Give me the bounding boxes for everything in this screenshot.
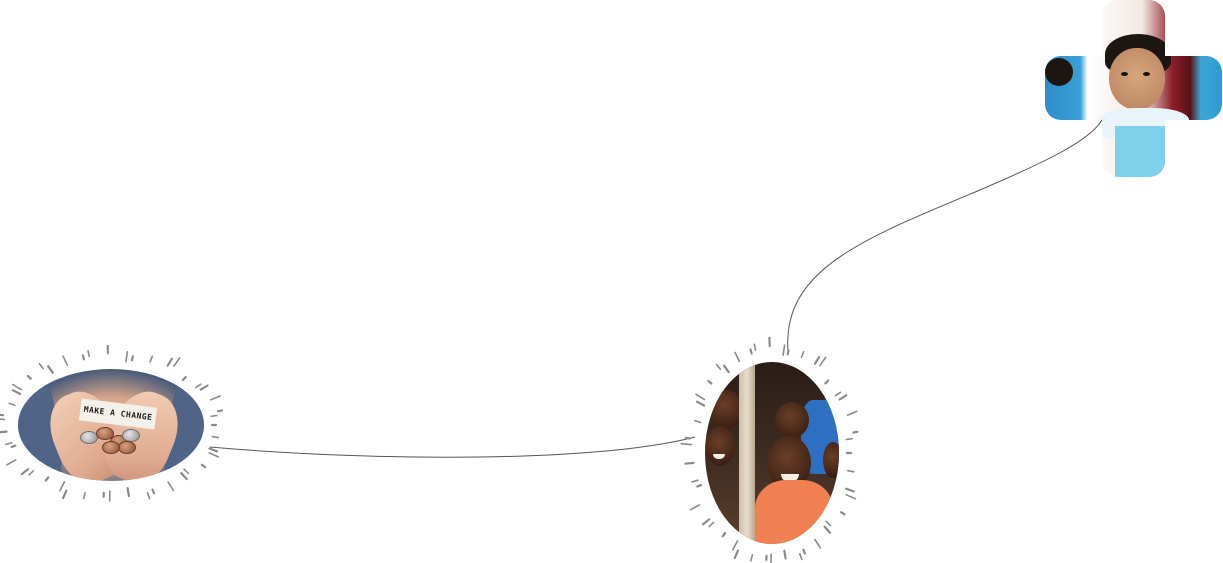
coin xyxy=(122,429,140,442)
burst-mark xyxy=(0,413,5,417)
door-post xyxy=(739,362,755,544)
burst-mark xyxy=(753,343,757,351)
coin xyxy=(102,441,120,454)
burst-mark xyxy=(210,414,218,418)
burst-mark xyxy=(38,363,45,370)
burst-mark xyxy=(167,481,175,492)
burst-mark xyxy=(689,504,701,511)
burst-mark xyxy=(210,395,221,401)
burst-mark xyxy=(846,410,858,416)
burst-mark xyxy=(834,391,842,397)
orange-shirt xyxy=(755,480,833,544)
connector-children-to-girl xyxy=(787,119,1103,353)
burst-mark xyxy=(684,461,695,465)
burst-mark xyxy=(707,379,713,385)
hands-with-coins-photo: MAKE A CHANGE xyxy=(18,369,204,481)
burst-mark xyxy=(125,351,129,363)
connector-coins-to-children xyxy=(209,436,696,458)
burst-mark xyxy=(696,484,703,488)
burst-mark xyxy=(8,402,16,407)
burst-mark xyxy=(701,518,711,526)
child-smile xyxy=(781,474,799,482)
burst-mark xyxy=(5,442,13,446)
burst-mark xyxy=(680,443,693,446)
burst-mark xyxy=(87,349,90,358)
burst-mark xyxy=(211,435,220,439)
burst-mark xyxy=(722,364,730,374)
burst-mark xyxy=(799,553,803,561)
burst-mark xyxy=(813,356,821,365)
burst-marks-children xyxy=(680,336,859,563)
burst-mark xyxy=(732,540,739,551)
burst-mark xyxy=(852,430,859,434)
burst-mark xyxy=(0,430,8,434)
child-face xyxy=(775,402,809,438)
burst-mark xyxy=(840,511,846,516)
burst-mark xyxy=(216,409,223,413)
burst-mark xyxy=(59,481,66,492)
burst-mark xyxy=(208,447,219,453)
child-face xyxy=(705,426,735,466)
burst-mark xyxy=(173,357,181,368)
burst-mark xyxy=(782,344,786,356)
child-smile xyxy=(713,454,725,459)
child-face xyxy=(823,442,839,478)
burst-mark xyxy=(847,469,855,473)
burst-mark xyxy=(845,437,853,441)
burst-mark xyxy=(62,355,69,367)
burst-mark xyxy=(10,444,17,449)
smiling-children-photo xyxy=(705,362,839,544)
burst-mark xyxy=(786,349,790,356)
girl-cross-photo xyxy=(1045,0,1222,177)
burst-mark xyxy=(819,356,827,367)
burst-mark xyxy=(166,357,173,367)
burst-mark xyxy=(694,419,702,424)
burst-mark xyxy=(838,394,848,401)
burst-mark xyxy=(684,436,691,440)
burst-mark xyxy=(130,355,134,362)
burst-mark xyxy=(695,393,706,401)
coin xyxy=(118,441,136,454)
burst-mark xyxy=(733,549,740,559)
burst-mark xyxy=(46,365,54,374)
burst-mark xyxy=(81,354,86,361)
burst-mark xyxy=(208,452,220,458)
burst-mark xyxy=(721,532,727,538)
burst-mark xyxy=(695,400,706,407)
burst-mark xyxy=(749,348,753,355)
burst-mark xyxy=(734,351,741,363)
burst-mark xyxy=(151,488,156,495)
burst-mark xyxy=(708,521,715,528)
burst-mark xyxy=(146,492,151,500)
burst-mark xyxy=(802,548,807,555)
child-face xyxy=(709,390,743,428)
burst-mark xyxy=(845,487,855,493)
cross-horizontal-arm xyxy=(1045,56,1222,120)
burst-mark xyxy=(800,350,805,359)
burst-mark xyxy=(82,492,86,500)
burst-mark xyxy=(845,494,857,500)
coin xyxy=(96,427,114,440)
burst-mark xyxy=(783,549,787,560)
burst-mark xyxy=(715,363,722,371)
burst-marks-coins xyxy=(0,345,223,502)
burst-mark xyxy=(691,479,699,483)
burst-mark xyxy=(6,459,17,466)
burst-mark xyxy=(824,379,830,385)
burst-mark xyxy=(750,554,754,562)
burst-mark xyxy=(149,355,154,363)
burst-mark xyxy=(126,487,130,498)
burst-mark xyxy=(0,418,6,421)
burst-mark xyxy=(61,489,68,500)
